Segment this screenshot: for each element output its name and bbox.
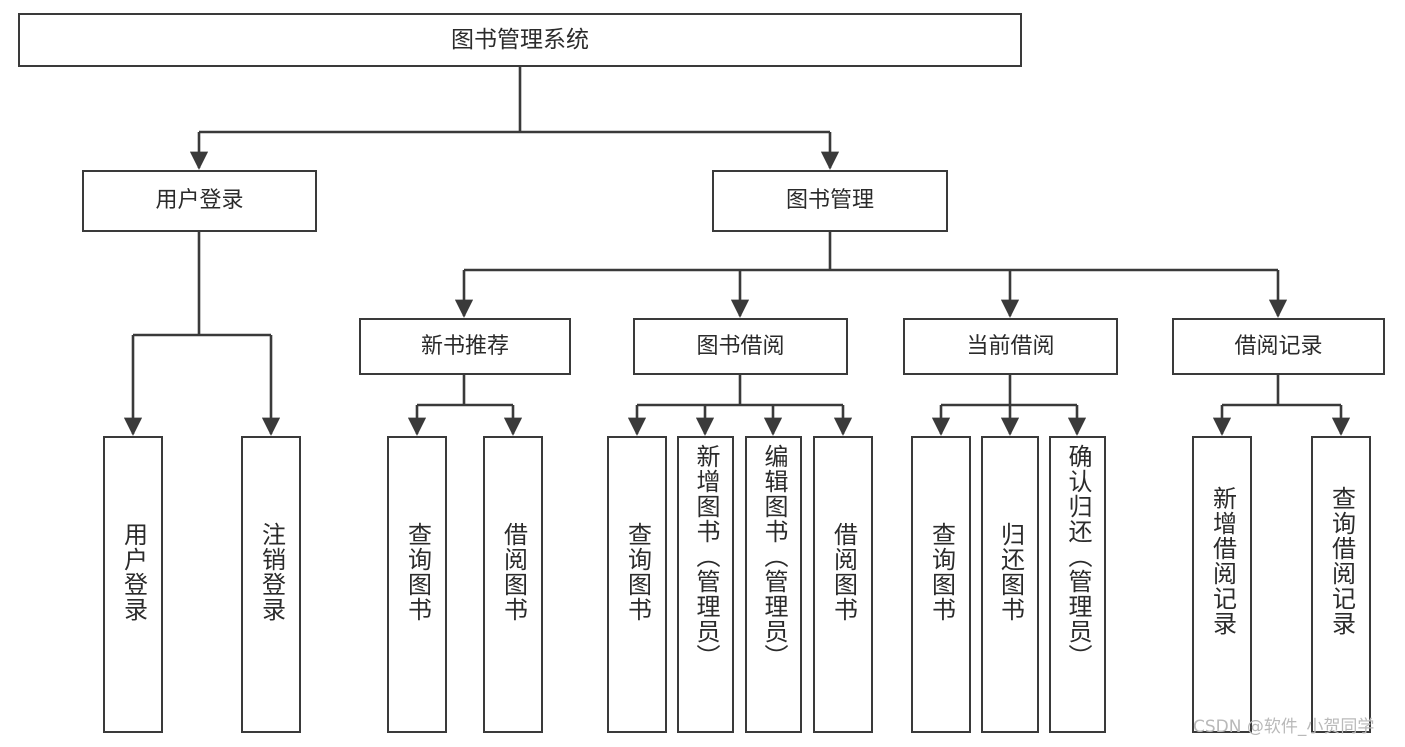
node-label: 查询图书	[623, 522, 652, 622]
node-root-book-management-system[interactable]: 图书管理系统	[18, 13, 1022, 67]
node-label: 借阅图书	[829, 522, 858, 622]
node-label: 图书管理	[785, 188, 874, 214]
node-new-book-recommend[interactable]: 新书推荐	[359, 318, 571, 375]
node-label: 查询图书	[403, 522, 432, 622]
node-label: 归还图书	[996, 522, 1025, 622]
node-leaf-query-record[interactable]: 查询借阅记录	[1311, 436, 1371, 733]
node-label: 当前借阅	[966, 333, 1055, 359]
node-leaf-user-logout[interactable]: 注销登录	[241, 436, 301, 733]
node-label: 借阅图书	[499, 522, 528, 622]
node-label: 借阅记录	[1234, 333, 1323, 359]
node-label: 图书借阅	[696, 333, 785, 359]
node-leaf-user-login[interactable]: 用户登录	[103, 436, 163, 733]
node-leaf-borrow-book-2[interactable]: 借阅图书	[813, 436, 873, 733]
node-label: 查询借阅记录	[1327, 486, 1356, 636]
node-leaf-borrow-book-1[interactable]: 借阅图书	[483, 436, 543, 733]
node-label: 编辑图书（管理员）	[759, 444, 788, 669]
node-current-borrow[interactable]: 当前借阅	[903, 318, 1118, 375]
node-label: 新增借阅记录	[1208, 486, 1237, 636]
node-label: 新书推荐	[420, 333, 509, 359]
node-label: 新增图书（管理员）	[691, 444, 720, 669]
node-label: 用户登录	[119, 522, 148, 622]
node-leaf-return-book[interactable]: 归还图书	[981, 436, 1039, 733]
node-label: 确认归还（管理员）	[1063, 444, 1092, 669]
node-leaf-query-book-2[interactable]: 查询图书	[607, 436, 667, 733]
node-leaf-query-book-3[interactable]: 查询图书	[911, 436, 971, 733]
node-book-borrow[interactable]: 图书借阅	[633, 318, 848, 375]
node-label: 用户登录	[155, 188, 244, 214]
node-leaf-query-book-1[interactable]: 查询图书	[387, 436, 447, 733]
node-borrow-record[interactable]: 借阅记录	[1172, 318, 1385, 375]
node-leaf-confirm-return[interactable]: 确认归还（管理员）	[1049, 436, 1106, 733]
node-label: 注销登录	[257, 522, 286, 622]
node-label: 查询图书	[927, 522, 956, 622]
node-user-login[interactable]: 用户登录	[82, 170, 317, 232]
node-label: 图书管理系统	[451, 26, 589, 53]
node-book-manage[interactable]: 图书管理	[712, 170, 948, 232]
node-leaf-edit-book[interactable]: 编辑图书（管理员）	[745, 436, 802, 733]
node-leaf-add-record[interactable]: 新增借阅记录	[1192, 436, 1252, 733]
node-leaf-add-book[interactable]: 新增图书（管理员）	[677, 436, 734, 733]
